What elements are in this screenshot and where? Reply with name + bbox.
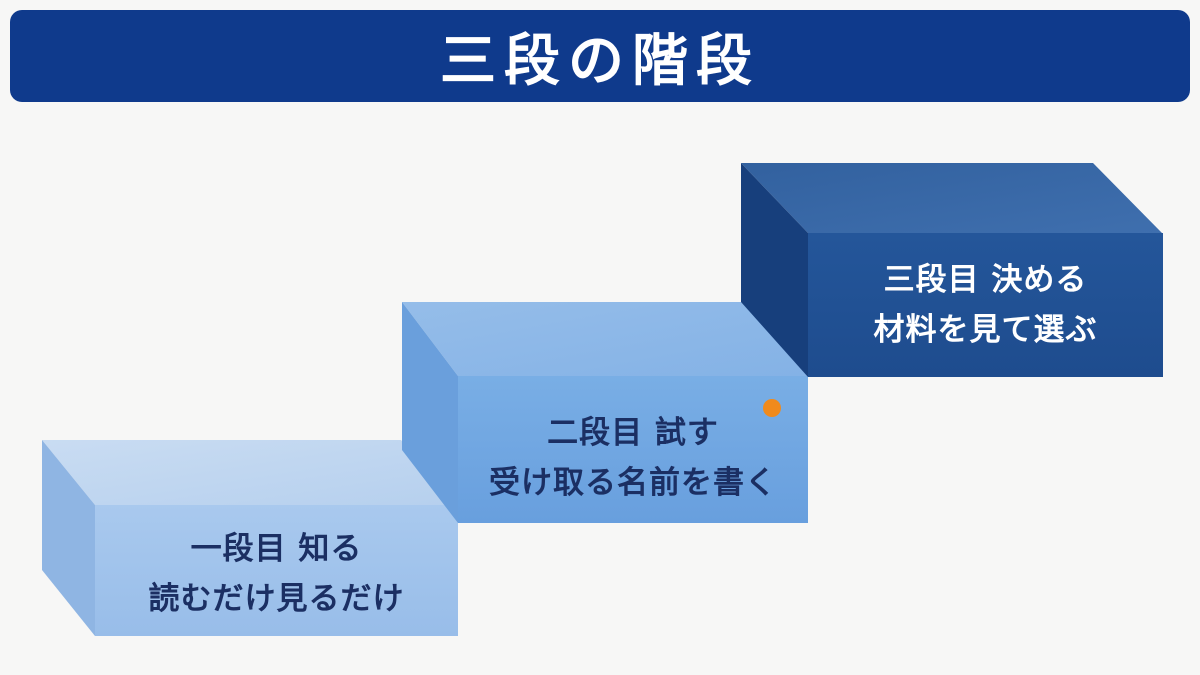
step-2-top-face: [402, 302, 808, 376]
step-3-label: 三段目 決める 材料を見て選ぶ: [808, 255, 1163, 355]
step-3-heading: 三段目 決める: [883, 262, 1088, 298]
step-3-description: 材料を見て選ぶ: [873, 312, 1098, 348]
step-2-label: 二段目 試す 受け取る名前を書く: [458, 408, 808, 508]
step-1-block: [42, 440, 458, 636]
title-banner: 三段の階段: [10, 10, 1190, 102]
step-1-description: 読むだけ見るだけ: [148, 581, 405, 617]
step-1-side-face: [42, 440, 95, 636]
step-2-description: 受け取る名前を書く: [489, 465, 777, 501]
step-1-label: 一段目 知る 読むだけ見るだけ: [95, 524, 458, 624]
step-3-side-face: [741, 163, 808, 377]
step-2-side-face: [402, 302, 458, 523]
step-3-front-face: [808, 233, 1163, 377]
step-1-top-face: [42, 440, 458, 505]
orange-marker-dot: [763, 399, 781, 417]
step-3-block: [741, 163, 1163, 377]
diagram-title: 三段の階段: [440, 28, 760, 94]
step-2-heading: 二段目 試す: [547, 415, 719, 451]
step-2-front-face: [458, 376, 808, 523]
step-3-top-face: [741, 163, 1162, 233]
step-2-block: [402, 302, 808, 523]
step-1-front-face: [95, 505, 458, 636]
step-1-heading: 一段目 知る: [190, 531, 363, 567]
